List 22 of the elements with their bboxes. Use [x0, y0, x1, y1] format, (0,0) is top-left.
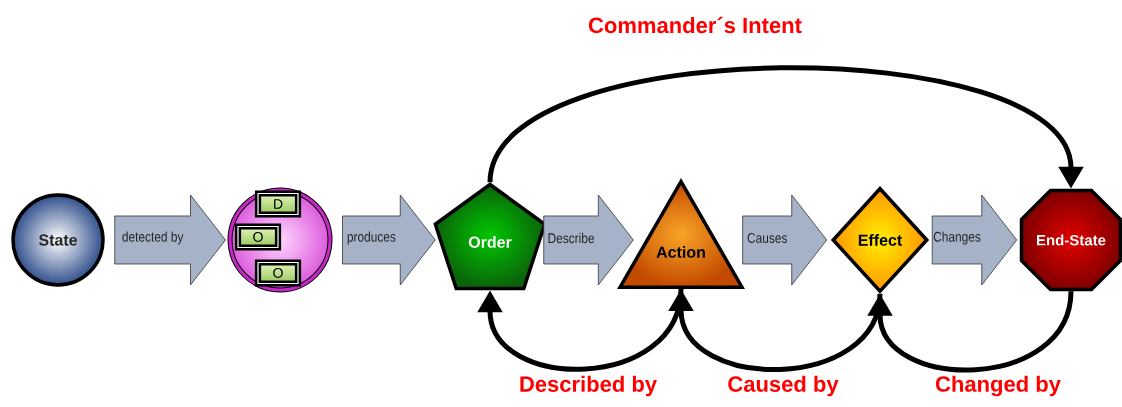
letter-box: D: [254, 190, 302, 218]
arrow-label: produces: [347, 231, 396, 245]
arrow-label: detected by: [122, 231, 184, 245]
arrow-label: Causes: [747, 233, 787, 243]
block-arrow: [342, 194, 436, 286]
edge-label: Changed by: [935, 375, 1061, 397]
ooda-circle: [227, 187, 333, 293]
block-arrow: [543, 194, 634, 286]
curved-arrow: [477, 288, 684, 372]
block-arrow: [931, 194, 1018, 286]
block-arrow: [742, 194, 828, 286]
letter-box: O: [254, 259, 302, 287]
edge-label: Described by: [520, 375, 657, 397]
letter-box: O: [234, 223, 282, 251]
order-pentagon: Order: [433, 182, 547, 291]
edge-label: Caused by: [728, 375, 839, 397]
arrow-label: Changes: [933, 231, 981, 245]
end-state-octagon: End-State: [1019, 188, 1122, 292]
block-arrow: [114, 194, 226, 286]
arrow-label: Describe: [548, 232, 594, 244]
edge-label: Commander´s Intent: [588, 16, 802, 34]
curved-arrow: [867, 290, 1074, 373]
